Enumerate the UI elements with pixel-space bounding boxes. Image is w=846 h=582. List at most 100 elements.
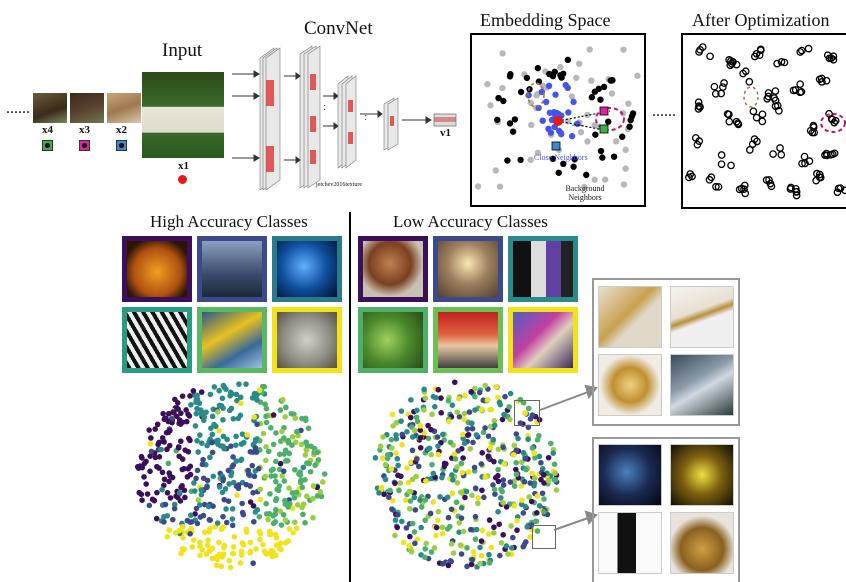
low-accuracy-point <box>473 432 480 438</box>
high-accuracy-point <box>226 481 232 487</box>
high-accuracy-point <box>243 529 250 535</box>
high-accuracy-point <box>221 384 228 391</box>
low-accuracy-point <box>539 490 546 497</box>
high-accuracy-point <box>197 552 203 559</box>
close-neighbor-point <box>568 132 576 140</box>
close-neighbor-point <box>552 91 559 98</box>
optimized-point <box>771 102 780 110</box>
low-accuracy-point <box>423 478 429 484</box>
low-accuracy-point <box>377 443 384 450</box>
low-accuracy-point <box>417 434 424 441</box>
high-accuracy-point <box>198 491 205 498</box>
high-accuracy-point <box>223 519 230 526</box>
high-accuracy-point <box>279 473 285 479</box>
low-accuracy-point <box>472 393 478 400</box>
low-accuracy-point <box>394 455 401 462</box>
optimized-point <box>834 184 843 193</box>
low-accuracy-point <box>454 409 461 415</box>
high-accuracy-point <box>155 441 161 448</box>
low-accuracy-point <box>472 407 478 413</box>
x3-label: x3 <box>79 124 90 136</box>
high-accuracy-point <box>244 432 250 438</box>
high-accuracy-point <box>213 562 220 569</box>
optimized-point <box>748 140 757 148</box>
high-accuracy-point <box>299 484 306 491</box>
low-accuracy-point <box>445 397 452 404</box>
high-accuracy-point <box>286 450 293 457</box>
x1-label: x1 <box>178 160 189 172</box>
high-accuracy-point <box>178 550 184 557</box>
low-accuracy-point <box>475 500 481 507</box>
high-accuracy-point <box>230 454 236 460</box>
low-accuracy-point <box>392 480 398 486</box>
magenta-cluster-outline <box>820 113 846 133</box>
optimized-point <box>804 44 813 53</box>
low-accuracy-point <box>434 517 441 524</box>
high-accuracy-point <box>220 551 227 557</box>
high-accuracy-point <box>225 498 232 504</box>
low-accuracy-point <box>471 464 478 471</box>
high-accuracy-point <box>273 458 279 465</box>
background-neighbor-point <box>592 131 599 138</box>
high-accuracy-point <box>209 413 216 420</box>
high-accuracy-point <box>255 465 262 472</box>
high-accuracy-point <box>177 438 184 445</box>
high-accuracy-point <box>164 512 171 519</box>
optimized-point <box>696 45 704 54</box>
low-accuracy-point <box>427 510 434 517</box>
marker-x3 <box>79 140 90 151</box>
low-accuracy-point <box>470 439 476 446</box>
optimized-point <box>717 160 726 169</box>
low-accuracy-point <box>428 451 434 458</box>
high-accuracy-point <box>263 511 270 517</box>
player-photo-4 <box>670 512 734 574</box>
low-accuracy-point <box>452 379 458 386</box>
high-accuracy-point <box>208 425 214 431</box>
low-accuracy-point <box>482 474 489 480</box>
high-accuracy-point <box>179 482 185 489</box>
low-accuracy-point <box>385 494 392 501</box>
high-accuracy-point <box>211 384 218 390</box>
gray-point <box>586 46 593 53</box>
high-accuracy-point <box>185 435 192 442</box>
low-accuracy-point <box>525 436 531 443</box>
anchor-point-v1 <box>553 116 563 126</box>
high-accuracy-point <box>195 497 202 503</box>
trombone-photo-4 <box>670 354 734 416</box>
input-title: Input <box>162 40 203 61</box>
class-image-mushroom <box>358 236 428 302</box>
ellipsis-mid: ...... <box>652 103 676 120</box>
high-accuracy-point <box>260 430 267 437</box>
gray-point <box>474 183 482 190</box>
low-accuracy-point <box>399 431 405 438</box>
high-accuracy-point <box>291 494 298 501</box>
high-accuracy-point <box>278 522 285 528</box>
low-accuracy-point <box>458 505 465 511</box>
gray-point <box>487 102 494 109</box>
low-accuracy-point <box>468 389 474 395</box>
low-accuracy-point <box>444 494 451 500</box>
low-accuracy-point <box>501 460 508 467</box>
high-accuracy-point <box>198 487 205 493</box>
low-accuracy-point <box>398 473 404 480</box>
low-accuracy-point <box>522 410 528 416</box>
high-accuracy-point <box>171 505 178 512</box>
high-accuracy-point <box>302 519 308 526</box>
class-image-plant <box>358 307 428 373</box>
optimized-point <box>706 52 714 61</box>
high-accuracy-point <box>206 528 212 535</box>
low-accuracy-point <box>453 499 460 506</box>
high-accuracy-point <box>277 407 284 413</box>
low-accuracy-point <box>490 436 497 443</box>
low-accuracy-point <box>552 476 559 483</box>
low-accuracy-point <box>397 480 404 486</box>
high-accuracy-point <box>321 471 328 477</box>
high-accuracy-point <box>254 397 260 403</box>
high-accuracy-point <box>314 449 320 456</box>
optimized-point <box>693 140 702 149</box>
optimized-point <box>801 159 809 168</box>
optimized-point <box>815 75 824 84</box>
high-accuracy-point <box>216 539 222 546</box>
low-accuracy-point <box>468 561 475 568</box>
low-accuracy-point <box>491 524 497 531</box>
